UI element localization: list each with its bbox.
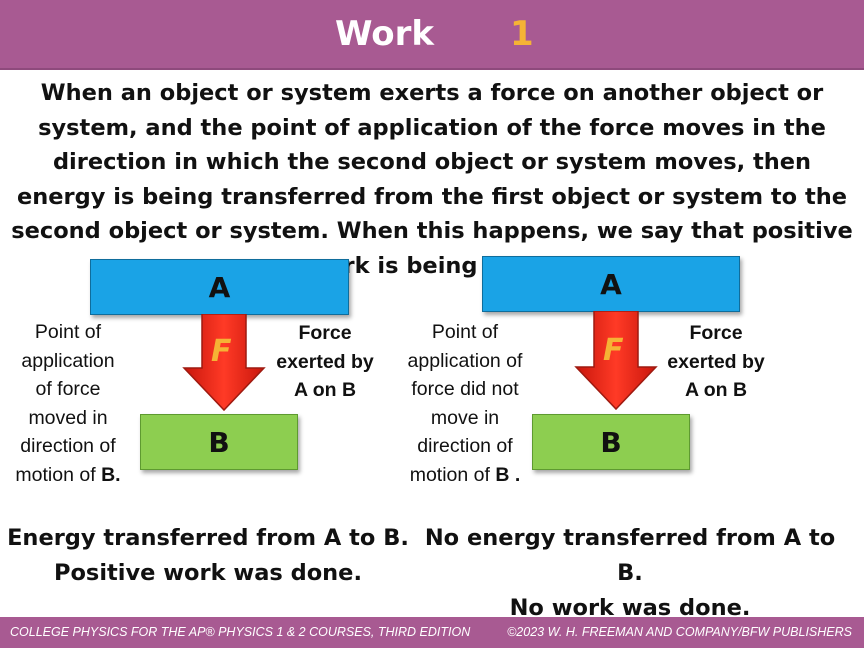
note-text: motion of — [409, 463, 496, 486]
note-line: move in — [430, 406, 500, 429]
intro-paragraph: When an object or system exerts a force … — [11, 80, 853, 279]
note-line: application — [21, 349, 115, 372]
note-line: direction of — [417, 435, 513, 458]
note-line: force did not — [411, 378, 519, 401]
note-line: of force — [35, 378, 101, 401]
right-box-b-label: B — [600, 425, 622, 459]
force-note-line: Force — [689, 322, 743, 344]
right-conclusion-line-1: No energy transferred from A to B. — [424, 525, 836, 586]
slide-number: 1 — [510, 14, 534, 54]
note-line: Point of — [34, 321, 102, 343]
left-box-a-label: A — [208, 270, 231, 304]
left-box-b-label: B — [208, 425, 230, 459]
right-box-b: B — [532, 414, 690, 470]
force-note-line: exerted by — [667, 350, 765, 373]
left-conclusion-line-2: Positive work was done. — [53, 560, 362, 586]
left-conclusion: Energy transferred from A to B. Positive… — [6, 521, 410, 591]
right-application-note: Point of application of force did not mo… — [393, 318, 537, 490]
left-conclusion-line-1: Energy transferred from A to B. — [7, 525, 409, 551]
footer-bar: COLLEGE PHYSICS FOR THE AP® PHYSICS 1 & … — [0, 617, 864, 648]
left-force-arrow — [182, 314, 266, 412]
note-line: application of — [407, 349, 523, 372]
right-box-a: A — [482, 256, 740, 312]
footer-book-title: COLLEGE PHYSICS FOR THE AP® PHYSICS 1 & … — [10, 625, 471, 639]
left-box-a: A — [90, 259, 349, 315]
note-line: moved in — [28, 406, 108, 429]
right-force-symbol: F — [603, 333, 624, 368]
right-box-a-label: A — [600, 267, 622, 301]
force-note-line: Force — [298, 322, 352, 344]
right-conclusion: No energy transferred from A to B. No wo… — [418, 521, 842, 626]
footer-copyright: ©2023 W. H. FREEMAN AND COMPANY/BFW PUBL… — [507, 625, 852, 639]
note-line: direction of — [20, 435, 116, 458]
right-force-note: Force exerted by A on B — [657, 319, 775, 405]
right-conclusion-line-2: No work was done. — [509, 595, 751, 621]
note-bold: B . — [495, 463, 521, 486]
left-force-symbol: F — [211, 334, 232, 369]
left-application-note: Point of application of force moved in d… — [2, 318, 134, 490]
note-line: motion of B. — [2, 461, 134, 490]
note-line: Point of — [431, 321, 499, 343]
force-note-line: A on B — [293, 379, 357, 402]
left-force-note: Force exerted by A on B — [266, 319, 384, 405]
force-note-line: exerted by — [276, 350, 374, 373]
right-force-arrow — [574, 311, 658, 411]
note-text: motion of — [15, 463, 102, 486]
note-bold: B. — [101, 463, 121, 486]
note-line: motion of B . — [393, 461, 537, 490]
title-bar: Work 1 — [0, 0, 864, 70]
force-note-line: A on B — [684, 379, 748, 402]
left-box-b: B — [140, 414, 298, 470]
slide-title: Work — [335, 14, 435, 54]
